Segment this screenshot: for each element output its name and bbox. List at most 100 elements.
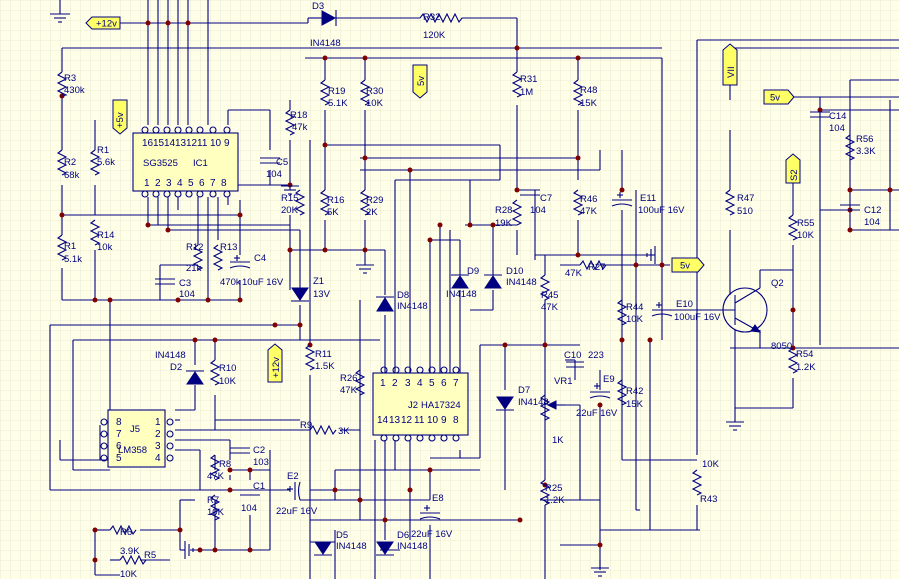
svg-text:R5: R5 — [144, 550, 156, 561]
svg-text:12: 12 — [186, 138, 198, 149]
svg-text:D9: D9 — [467, 266, 479, 277]
svg-text:104: 104 — [266, 169, 282, 180]
svg-text:13: 13 — [389, 415, 401, 426]
svg-text:22uF 16V: 22uF 16V — [411, 529, 453, 540]
wiring — [49, 0, 899, 579]
svg-text:E11: E11 — [640, 193, 656, 204]
svg-text:R3: R3 — [64, 73, 76, 84]
svg-text:6: 6 — [441, 378, 447, 389]
resistor-r43: 10K R43 — [691, 459, 720, 505]
svg-text:C4: C4 — [254, 253, 266, 264]
svg-text:D5: D5 — [336, 530, 348, 541]
svg-text:E9: E9 — [603, 374, 615, 385]
svg-text:14: 14 — [164, 138, 176, 149]
svg-text:1.2K: 1.2K — [545, 495, 565, 506]
capacitor-c2: C2 103 — [230, 445, 269, 468]
svg-text:10K: 10K — [702, 459, 720, 470]
svg-text:10k: 10k — [97, 242, 113, 253]
resistor-r1-5k6: R1 5.6k — [89, 145, 115, 176]
resistor-r1: R1 5.1k — [56, 234, 82, 265]
svg-text:E8: E8 — [432, 493, 444, 504]
svg-text:D3: D3 — [312, 1, 324, 12]
resistor-r48: R48 15K — [572, 79, 598, 109]
svg-text:R1: R1 — [97, 145, 109, 156]
resistor-r31: R31 1M — [511, 71, 537, 98]
svg-text:R7: R7 — [207, 495, 219, 506]
svg-text:104: 104 — [864, 217, 880, 228]
resistor-r19: R19 5.1K — [319, 79, 348, 109]
svg-text:R32: R32 — [423, 12, 440, 23]
capacitor-c1: C1 104 — [240, 481, 265, 514]
svg-text:R12: R12 — [186, 242, 203, 253]
svg-text:C3: C3 — [179, 278, 191, 289]
svg-text:R1: R1 — [64, 241, 76, 252]
svg-text:19K: 19K — [495, 218, 513, 229]
svg-text:68k: 68k — [64, 170, 80, 181]
svg-text:8050: 8050 — [771, 341, 792, 352]
svg-text:7: 7 — [210, 178, 216, 189]
svg-text:5v: 5v — [680, 261, 690, 272]
svg-text:R6: R6 — [120, 527, 132, 538]
svg-text:10K: 10K — [366, 98, 384, 109]
resistor-r44: R44 10K — [616, 299, 644, 326]
svg-text:C7: C7 — [540, 193, 552, 204]
resistor-r45: R45 47K — [539, 274, 559, 320]
svg-text:IC1: IC1 — [193, 158, 208, 169]
svg-text:47K: 47K — [340, 385, 358, 396]
resistor-r16: R16 5K — [319, 189, 344, 218]
capacitor-c3: C3 104 — [155, 278, 195, 300]
transistor-q2: Q2 8050 — [722, 278, 792, 352]
svg-text:22uF 16V: 22uF 16V — [576, 408, 618, 419]
resistor-r2: R2 68k — [56, 149, 80, 181]
capacitor-c14: C14 104 — [810, 111, 846, 134]
svg-text:10K: 10K — [626, 314, 644, 325]
svg-text:5.6k: 5.6k — [97, 157, 115, 168]
svg-text:15K: 15K — [580, 98, 598, 109]
resistor-r27: 47K R27 — [565, 259, 607, 279]
svg-text:223: 223 — [588, 350, 604, 361]
svg-text:+12v: +12v — [96, 19, 117, 30]
svg-text:4: 4 — [417, 378, 423, 389]
svg-text:+12v: +12v — [271, 357, 282, 378]
svg-text:R42: R42 — [626, 386, 643, 397]
svg-text:15K: 15K — [626, 399, 644, 410]
svg-text:1M: 1M — [520, 87, 533, 98]
svg-text:10K: 10K — [797, 230, 815, 241]
svg-text:7: 7 — [116, 429, 122, 440]
svg-text:R47: R47 — [737, 193, 754, 204]
svg-text:11: 11 — [414, 415, 425, 426]
svg-text:C2: C2 — [253, 445, 265, 456]
ground-symbol — [591, 560, 609, 577]
svg-text:4: 4 — [155, 453, 161, 464]
svg-text:J2: J2 — [408, 400, 418, 411]
svg-text:HA17324: HA17324 — [421, 400, 461, 411]
svg-text:2K: 2K — [366, 207, 378, 218]
ground-symbol — [726, 420, 744, 431]
svg-text:5.1k: 5.1k — [64, 254, 82, 265]
svg-text:5K: 5K — [327, 207, 339, 218]
svg-text:6: 6 — [199, 178, 205, 189]
ground-symbol — [50, 0, 70, 23]
svg-text:IN4148: IN4148 — [397, 301, 428, 312]
diode-d2: IN4148 D2 — [155, 350, 204, 385]
svg-text:D2: D2 — [170, 362, 182, 373]
svg-text:10K: 10K — [219, 376, 237, 387]
svg-text:3: 3 — [405, 378, 411, 389]
signal-tag-s2: S2 — [785, 153, 801, 184]
diode-d8: D8 IN4148 — [376, 290, 428, 312]
svg-text:R2: R2 — [64, 157, 76, 168]
svg-text:IN4148: IN4148 — [506, 277, 537, 288]
svg-text:R28: R28 — [495, 205, 512, 216]
svg-text:IN4148: IN4148 — [155, 350, 186, 361]
resistor-r14: R14 10k — [89, 219, 114, 253]
svg-text:R43: R43 — [700, 494, 717, 505]
ground-symbol — [281, 185, 299, 195]
resistor-r47: R47 510 — [724, 189, 754, 217]
svg-text:R9: R9 — [300, 420, 312, 431]
svg-text:104: 104 — [179, 289, 195, 300]
svg-text:47K: 47K — [580, 206, 598, 217]
svg-text:1.5K: 1.5K — [315, 361, 335, 372]
svg-text:11: 11 — [197, 138, 208, 149]
svg-text:10: 10 — [210, 138, 222, 149]
resistor-r46: R46 47K — [572, 189, 598, 217]
